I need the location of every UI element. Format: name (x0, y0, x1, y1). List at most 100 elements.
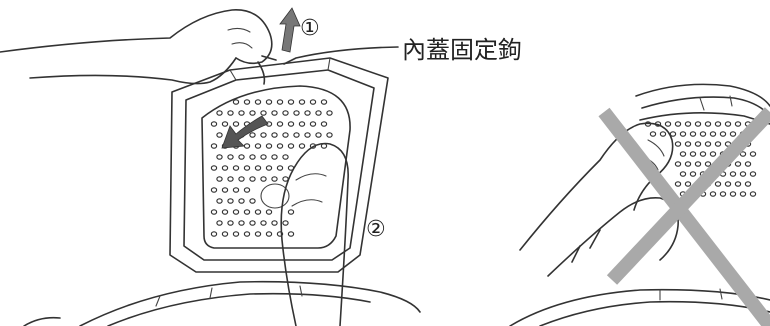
lift-arrow (280, 8, 300, 52)
steam-hole (650, 132, 655, 136)
cooker-body (24, 282, 420, 326)
steam-hole (660, 132, 665, 136)
steam-hole (715, 142, 720, 146)
steam-hole (250, 155, 255, 159)
steam-hole (217, 133, 222, 137)
steam-hole (695, 162, 700, 166)
steam-hole (700, 152, 705, 156)
steam-hole (222, 232, 227, 236)
steam-hole (310, 122, 315, 126)
steam-hole (217, 221, 222, 225)
incorrect-method-panel (510, 84, 770, 326)
steam-hole (266, 166, 271, 170)
steam-hole (316, 133, 321, 137)
steam-hole (272, 133, 277, 137)
steam-hole (288, 122, 293, 126)
steam-hole (250, 133, 255, 137)
steam-hole (228, 221, 233, 225)
steam-hole (239, 155, 244, 159)
steam-hole (675, 122, 680, 126)
steam-hole (277, 144, 282, 148)
steam-hole (211, 166, 216, 170)
steam-hole (244, 188, 249, 192)
steam-hole (730, 172, 735, 176)
steam-hole (715, 182, 720, 186)
steam-hole (675, 162, 680, 166)
steam-hole (680, 132, 685, 136)
steam-hole (685, 122, 690, 126)
step-2-marker: ② (366, 217, 386, 242)
steam-hole (272, 155, 277, 159)
steam-hole (316, 111, 321, 115)
steam-hole (288, 232, 293, 236)
wrong-hand (520, 123, 678, 276)
steam-hole (288, 100, 293, 104)
steam-hole (244, 210, 249, 214)
steam-hole (272, 221, 277, 225)
steam-hole (255, 210, 260, 214)
steam-hole (299, 144, 304, 148)
steam-hole (233, 210, 238, 214)
steam-hole (310, 100, 315, 104)
steam-hole (277, 100, 282, 104)
steam-hole (277, 122, 282, 126)
steam-hole (244, 232, 249, 236)
steam-hole (211, 210, 216, 214)
steam-hole (217, 199, 222, 203)
steam-hole (725, 182, 730, 186)
steam-hole (228, 111, 233, 115)
steam-hole (695, 142, 700, 146)
steam-hole (690, 152, 695, 156)
upper-hand (0, 10, 276, 84)
steam-hole (725, 122, 730, 126)
steam-hole (327, 133, 332, 137)
steam-hole (715, 122, 720, 126)
hook-callout-label: 內蓋固定鉤 (402, 36, 522, 64)
steam-hole (211, 232, 216, 236)
steam-hole (720, 192, 725, 196)
steam-hole (228, 155, 233, 159)
steam-hole (700, 132, 705, 136)
steam-hole (685, 182, 690, 186)
steam-hole (690, 132, 695, 136)
steam-hole (685, 162, 690, 166)
steam-hole (244, 100, 249, 104)
steam-hole (305, 133, 310, 137)
steam-hole (283, 155, 288, 159)
steam-hole (740, 172, 745, 176)
steam-hole (321, 122, 326, 126)
steam-hole (321, 100, 326, 104)
steam-hole (261, 111, 266, 115)
steam-hole (745, 182, 750, 186)
steam-hole (239, 111, 244, 115)
steam-hole (670, 132, 675, 136)
steam-hole (261, 221, 266, 225)
steam-hole (255, 144, 260, 148)
steam-hole (327, 111, 332, 115)
step-1-marker: ① (300, 16, 320, 41)
steam-hole (222, 166, 227, 170)
steam-hole (710, 152, 715, 156)
steam-hole (283, 133, 288, 137)
steam-hole (750, 172, 755, 176)
wrong-cooker-body (510, 289, 770, 326)
steam-hole (690, 172, 695, 176)
steam-hole (244, 166, 249, 170)
correct-method-panel: 內蓋固定鉤 ① ② (0, 8, 522, 326)
steam-hole (211, 144, 216, 148)
steam-hole (735, 122, 740, 126)
steam-hole (261, 133, 266, 137)
inner-lid-plate (202, 86, 350, 248)
steam-hole (222, 122, 227, 126)
steam-hole (261, 177, 266, 181)
steam-hole (250, 199, 255, 203)
steam-hole (730, 192, 735, 196)
steam-hole (283, 111, 288, 115)
steam-hole (217, 111, 222, 115)
steam-hole (233, 122, 238, 126)
steam-hole (266, 100, 271, 104)
steam-hole (255, 166, 260, 170)
steam-hole (261, 155, 266, 159)
steam-hole (750, 192, 755, 196)
